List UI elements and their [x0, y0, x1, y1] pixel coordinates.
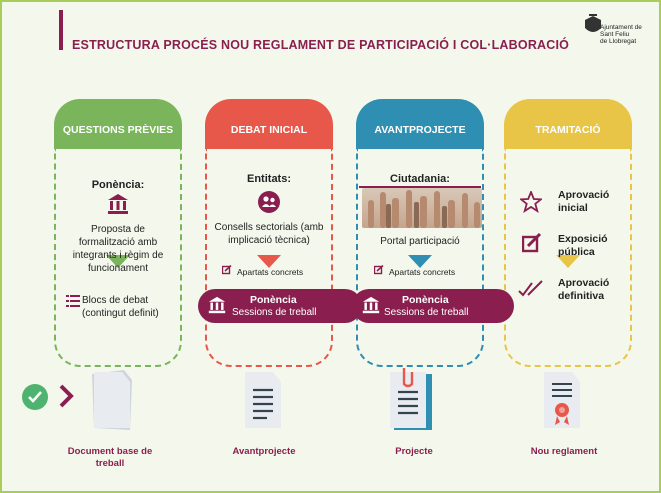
chevron-right-icon [59, 384, 74, 408]
group-icon [258, 191, 280, 213]
city-logo-icon [585, 14, 601, 32]
column-text: Proposta de formalització amb integrants… [72, 224, 164, 274]
star-icon [520, 191, 542, 213]
column-questions-previes: QUESTIONS PRÈVIES [54, 99, 182, 367]
certified-document-icon [544, 372, 580, 428]
down-arrow-icon [556, 255, 580, 268]
pill-title: Ponència [402, 294, 449, 306]
output-label: Document base de treball [67, 446, 153, 469]
column-tramitacio: TRAMITACIÓ [504, 99, 632, 367]
double-check-icon [518, 280, 543, 297]
column-heading: Entitats: [247, 173, 291, 185]
pill-subtitle: Sessions de treball [384, 307, 469, 318]
down-arrow-icon [408, 255, 432, 268]
title-accent-bar [59, 10, 63, 50]
column-list-item: Blocs de debat (contingut definit) [82, 295, 159, 319]
check-circle-icon [22, 384, 48, 410]
column-text: Consells sectorials (amb implicació tècn… [214, 222, 324, 246]
ponencia-pill: Ponència Sessions de treball [352, 289, 514, 323]
column-heading: Ponència: [91, 179, 145, 191]
list-icon [66, 295, 80, 307]
institution-icon [108, 194, 128, 214]
column-heading: Ciutadania: [390, 173, 450, 185]
institution-icon [208, 296, 226, 314]
edit-icon [374, 265, 384, 275]
output-label: Avantprojecte [232, 446, 296, 457]
raised-hands-image [362, 188, 482, 228]
tramitacio-step: Aprovació inicial [558, 189, 610, 214]
column-list-item: Apartats concrets [389, 267, 456, 277]
pill-title: Ponència [250, 294, 297, 306]
ponencia-pill: Ponència Sessions de treball [198, 289, 362, 323]
tramitacio-step: Exposició pública [558, 233, 608, 258]
clipped-document-icon [390, 368, 432, 430]
diagram-title: ESTRUCTURA PROCÉS NOU REGLAMENT DE PARTI… [72, 38, 570, 52]
output-label: Projecte [395, 446, 433, 457]
blank-document-icon [92, 370, 132, 430]
edit-icon [222, 265, 232, 275]
column-debat-inicial: DEBAT INICIAL [205, 99, 333, 367]
edit-icon [522, 233, 542, 253]
institution-icon [362, 296, 380, 314]
column-text: Portal participació [380, 236, 460, 247]
down-arrow-icon [106, 255, 130, 268]
output-label: Nou reglament [530, 446, 598, 457]
column-avantprojecte: AVANTPROJECTE [356, 99, 484, 367]
pill-subtitle: Sessions de treball [232, 307, 317, 318]
column-list-item: Apartats concrets [237, 267, 304, 277]
tramitacio-step: Aprovació definitiva [558, 277, 610, 302]
down-arrow-icon [257, 255, 281, 268]
text-document-icon [245, 372, 281, 428]
heading-underline [359, 186, 481, 188]
city-logo-text: Ajuntament de Sant Feliu de Llobregat [600, 24, 642, 45]
